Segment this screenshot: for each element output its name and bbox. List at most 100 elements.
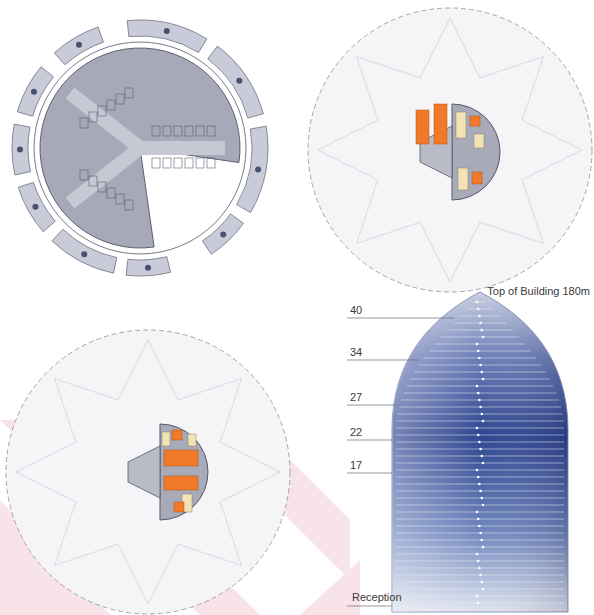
- floor-line: [460, 316, 499, 317]
- core-dot: [482, 462, 485, 465]
- room-outline: [207, 158, 215, 168]
- floor-line: [410, 379, 549, 380]
- core-dot: [477, 602, 480, 605]
- core-dot: [476, 343, 479, 346]
- floor-line: [397, 414, 562, 415]
- room-outline: [174, 126, 182, 136]
- corridor: [70, 93, 140, 148]
- column-dot: [255, 166, 261, 172]
- room-outline: [174, 158, 182, 168]
- floor-outline: [6, 330, 290, 614]
- core-dot: [482, 378, 485, 381]
- core-dot: [476, 511, 479, 514]
- lift-shaft: [164, 476, 198, 490]
- room-outline: [98, 106, 106, 116]
- lift-shaft: [174, 502, 184, 512]
- core-dot: [477, 308, 480, 311]
- column-dot: [236, 78, 242, 84]
- core-lobby: [128, 446, 160, 498]
- room-outline: [80, 170, 88, 180]
- core-dot: [478, 525, 481, 528]
- column-dot: [76, 42, 82, 48]
- floor-line: [396, 491, 564, 492]
- core-dot: [476, 469, 479, 472]
- floor-line: [396, 421, 563, 422]
- core-dot: [478, 441, 481, 444]
- core-dot: [478, 315, 481, 318]
- column-dot: [220, 231, 226, 237]
- level-label: 17: [350, 459, 362, 472]
- floor-line: [396, 470, 564, 471]
- room-outline: [89, 112, 97, 122]
- floor-line: [404, 393, 557, 394]
- level-label: 34: [350, 346, 362, 359]
- floor-outline: [308, 8, 592, 292]
- room-outline: [98, 182, 106, 192]
- level-label: 22: [350, 426, 362, 439]
- floor-line: [396, 428, 564, 429]
- core-dot: [477, 392, 480, 395]
- floor-line: [396, 603, 564, 604]
- room-outline: [116, 194, 124, 204]
- core-dot: [478, 357, 481, 360]
- corridor: [140, 141, 225, 155]
- room-outline: [107, 100, 115, 110]
- floor-line: [407, 386, 553, 387]
- room-outline: [125, 88, 133, 98]
- floor-line: [399, 407, 561, 408]
- floor-line: [396, 442, 564, 443]
- lift-shaft: [164, 450, 198, 466]
- floor-line: [429, 351, 531, 352]
- structure-pattern: [16, 340, 280, 604]
- plan-ring: [34, 42, 246, 254]
- height-label: Top of Building 180m: [487, 285, 590, 298]
- floor-line: [396, 463, 564, 464]
- core-dot: [482, 546, 485, 549]
- floor-line: [396, 561, 564, 562]
- room-outline: [207, 126, 215, 136]
- column-dot: [81, 251, 87, 257]
- floor-line: [424, 358, 536, 359]
- floor-line: [396, 547, 564, 548]
- facade-segment: [202, 214, 243, 254]
- level-label: 27: [350, 391, 362, 404]
- core-dot: [481, 371, 484, 374]
- level-leader: [347, 405, 396, 406]
- room-outline: [163, 126, 171, 136]
- column-dot: [145, 265, 151, 271]
- floor-line: [447, 330, 513, 331]
- floor-line: [396, 449, 564, 450]
- floor-line: [401, 400, 559, 401]
- core-dot: [481, 455, 484, 458]
- core-dot: [477, 434, 480, 437]
- floor-line: [435, 344, 525, 345]
- floor-line: [454, 323, 507, 324]
- floor-line: [396, 512, 564, 513]
- room-outline: [152, 126, 160, 136]
- core-dot: [477, 560, 480, 563]
- floor-line: [396, 540, 564, 541]
- room-outline: [185, 126, 193, 136]
- core-dot: [481, 497, 484, 500]
- service-room: [188, 434, 196, 446]
- tower-outline: [392, 292, 568, 612]
- core-dot: [481, 581, 484, 584]
- column-dot: [31, 89, 37, 95]
- floor-line: [396, 596, 564, 597]
- room-outline: [163, 158, 171, 168]
- core-dot: [482, 420, 485, 423]
- lift-shaft: [472, 172, 482, 184]
- service-room: [162, 432, 170, 446]
- service-room: [456, 112, 466, 138]
- core-dot: [482, 336, 485, 339]
- floor-line: [396, 477, 564, 478]
- room-outline: [107, 188, 115, 198]
- core-dot: [482, 588, 485, 591]
- core-dot: [476, 553, 479, 556]
- floor-line: [396, 554, 564, 555]
- room-outline: [196, 158, 204, 168]
- floor-line: [396, 582, 564, 583]
- column-dot: [32, 204, 38, 210]
